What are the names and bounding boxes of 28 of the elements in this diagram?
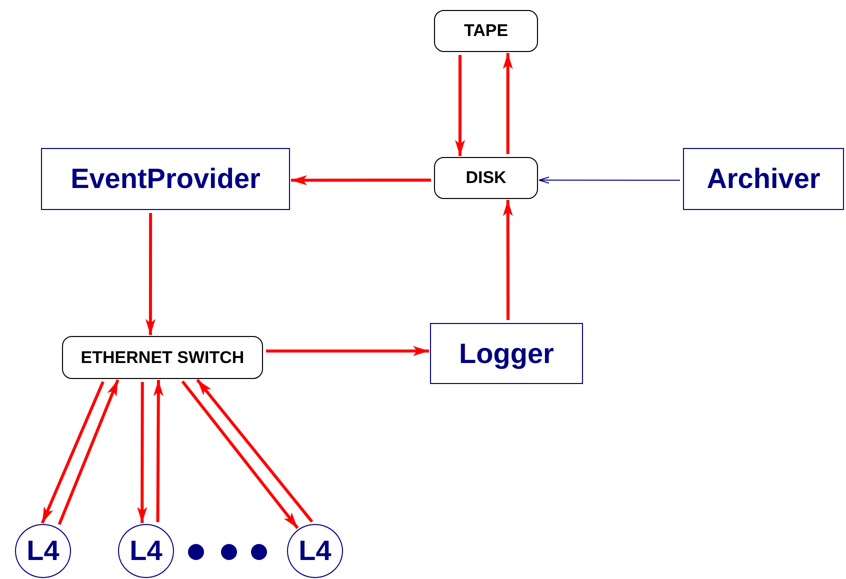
node-label: L4	[298, 535, 332, 567]
switch-box	[62, 336, 263, 379]
node-label: EventProvider	[70, 163, 260, 195]
node-label: L4	[130, 535, 162, 567]
node-label: TAPE	[464, 21, 508, 41]
arrow	[502, 53, 513, 154]
arrow	[266, 346, 429, 356]
storage-box	[434, 10, 538, 52]
node-label: Archiver	[706, 163, 820, 195]
arrow	[58, 379, 120, 526]
process-box	[683, 148, 844, 210]
process-box	[430, 323, 583, 384]
arrow	[291, 175, 431, 186]
arrow	[455, 55, 465, 156]
storage-box	[434, 157, 538, 199]
node-label: ETHERNET SWITCH	[80, 348, 244, 368]
arrow	[502, 200, 513, 320]
arrow	[153, 380, 164, 522]
arrow	[538, 176, 680, 184]
arrow	[40, 381, 104, 524]
arrow	[181, 380, 299, 529]
node-label: L4	[26, 535, 60, 567]
node-label: Logger	[459, 338, 554, 370]
arrow	[196, 378, 314, 523]
arrow	[145, 213, 156, 335]
process-box	[41, 148, 290, 210]
arrow	[137, 382, 148, 523]
node-label: DISK	[466, 168, 506, 188]
